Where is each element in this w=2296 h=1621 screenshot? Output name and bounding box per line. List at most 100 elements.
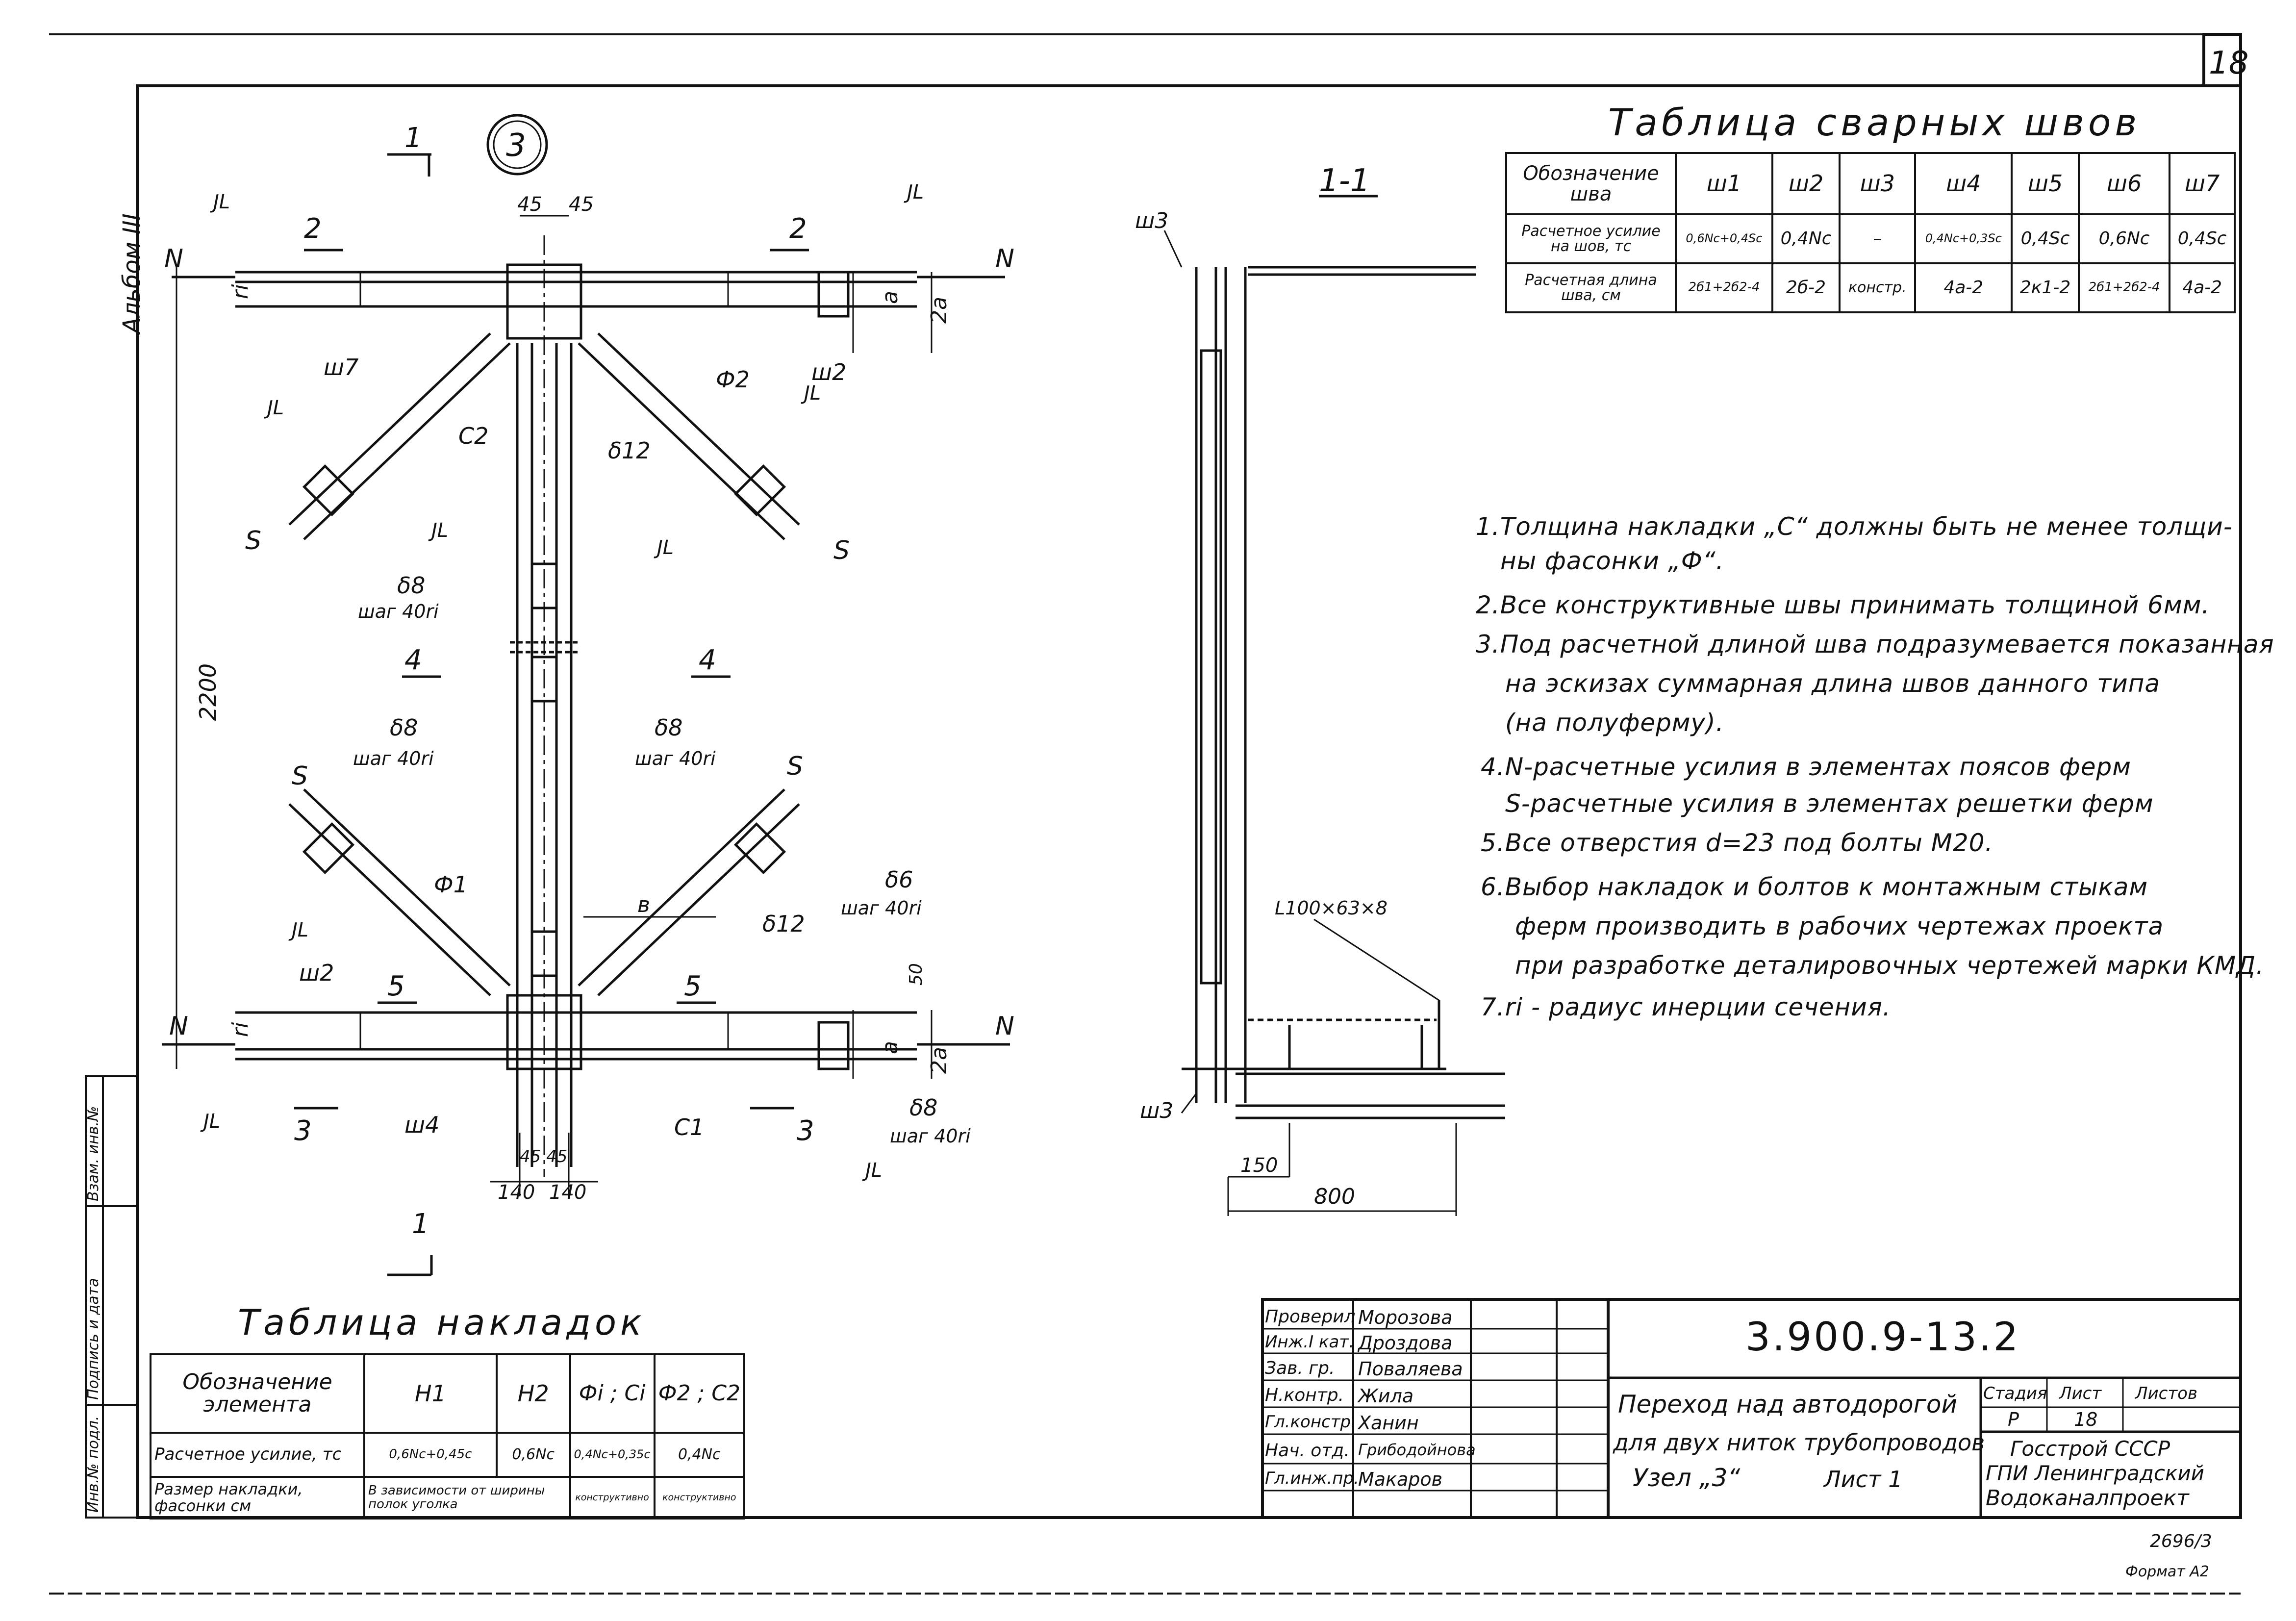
tb-name-3: Жила (1358, 1385, 1414, 1407)
section-mark-5-left: 5 (387, 970, 405, 1002)
label-S-4: S (787, 752, 803, 781)
dim-2a-top: 2a (927, 297, 952, 324)
weld-table: Обозначение шва ш1 ш2 ш3 ш4 ш5 ш6 ш7 Рас… (1505, 152, 2236, 313)
footer-format: Формат А2 (2125, 1563, 2209, 1580)
plate-table-title: Таблица накладок (238, 1302, 646, 1343)
tb-role-5: Нач. отд. (1265, 1441, 1350, 1461)
weld-r2-1: 2б1+2б2-4 (1675, 262, 1773, 313)
label-jl-7: JL (288, 919, 308, 941)
weld-r2-6: 2б1+2б2-4 (2077, 262, 2171, 313)
plate-r2-4: конструктивно (653, 1476, 746, 1520)
dim-800: 800 (1314, 1184, 1355, 1209)
weld-r1-6: 0,6Nc (2077, 213, 2171, 264)
weld-header-2: ш2 (1771, 152, 1841, 215)
weld-r1-4: 0,4Nc+0,3Sc (1914, 213, 2013, 264)
section-mark-3-left: 3 (294, 1115, 312, 1147)
note-line-4: 3.Под расчетной длиной шва подразумевает… (1476, 630, 2274, 659)
label-d12-top: δ12 (608, 437, 651, 464)
note-line-1: 1.Толщина накладки „С“ должны быть не ме… (1476, 512, 2233, 541)
weld-header-6: ш6 (2077, 152, 2171, 215)
label-w3-top: ш3 (1135, 208, 1168, 233)
tb-sheet-value: 18 (2074, 1409, 2098, 1430)
album-label: Альбом III (118, 213, 146, 335)
side-stamp-3: Взам. инв.№ (85, 1106, 102, 1201)
dim-2a-bot: 2a (927, 1047, 952, 1074)
label-d6: δ6 (885, 866, 913, 893)
label-w4: ш4 (404, 1112, 439, 1138)
side-stamp-1: Инв.№ подл. (85, 1416, 102, 1513)
label-jl-9: JL (862, 1159, 882, 1182)
label-step-3: шаг 40ri (635, 748, 716, 769)
dim-150: 150 (1240, 1154, 1278, 1177)
document-code: 3.900.9-13.2 (1745, 1314, 2020, 1360)
label-d8-3: δ8 (655, 714, 682, 741)
plate-table: Обозначение элемента Н1 Н2 Фi ; Ci Ф2 ; … (150, 1353, 746, 1520)
dim-ri-bot: ri (228, 1022, 253, 1037)
section-mark-4-left: 4 (404, 644, 422, 676)
tb-org-2: ГПИ Ленинградский (1986, 1461, 2204, 1485)
tb-role-0: Проверил (1265, 1307, 1356, 1327)
label-w3-bot: ш3 (1140, 1098, 1173, 1123)
weld-header-1: ш1 (1675, 152, 1773, 215)
dim-45-b: 45 (569, 193, 594, 216)
plate-r1-3: 0,4Nc+0,35c (569, 1432, 656, 1478)
dim-a-bot: a (878, 1041, 903, 1054)
label-jl-1: JL (210, 191, 230, 213)
dim-45-a: 45 (517, 193, 542, 216)
dim-v: в (637, 892, 650, 917)
weld-header-7: ш7 (2169, 152, 2236, 215)
note-line-9: 5.Все отверстия d=23 под болты М20. (1481, 829, 1993, 857)
plate-header-3: Фi ; Ci (569, 1353, 656, 1434)
weld-r2-4: 4а-2 (1914, 262, 2013, 313)
weld-r1-2: 0,4Nc (1771, 213, 1841, 264)
note-line-13: 7.ri - радиус инерции сечения. (1481, 993, 1891, 1021)
tb-stage-value: Р (2008, 1409, 2019, 1430)
plate-r2-0: Размер накладки, фасонки см (150, 1476, 365, 1520)
node-label: 3 (506, 127, 526, 164)
weld-header-4: ш4 (1914, 152, 2013, 215)
label-S-1: S (245, 526, 261, 556)
label-jl-5: JL (428, 519, 448, 542)
tb-name-0: Морозова (1358, 1307, 1453, 1328)
weld-table-title: Таблица сварных швов (1608, 101, 2141, 144)
note-line-8: S-расчетные усилия в элементах решетки ф… (1505, 789, 2154, 818)
plate-r2-1: В зависимости от ширины полок уголка (363, 1476, 571, 1520)
label-step-4: шаг 40ri (841, 897, 922, 919)
weld-r2-5: 2к1-2 (2011, 262, 2080, 313)
weld-header-5: ш5 (2011, 152, 2080, 215)
tb-name-2: Поваляева (1358, 1358, 1463, 1380)
tb-name-1: Дроздова (1358, 1332, 1453, 1354)
sheet-number: 18 (2209, 45, 2248, 81)
label-jl-4: JL (801, 382, 821, 405)
plate-header-1: Н1 (363, 1353, 498, 1434)
plate-header-2: Н2 (495, 1353, 571, 1434)
section-mark-4-right: 4 (699, 644, 716, 676)
label-f1: Ф1 (434, 871, 468, 898)
label-step-5: шаг 40ri (890, 1125, 971, 1147)
label-c2: С2 (458, 423, 488, 449)
section-mark-5-right: 5 (684, 970, 702, 1002)
label-N-3: N (169, 1012, 188, 1041)
label-N-1: N (164, 244, 183, 274)
tb-sheet-word: Лист 1 (1824, 1466, 1903, 1493)
section-mark-2-left: 2 (304, 213, 322, 245)
weld-r2-7: 4а-2 (2169, 262, 2236, 313)
weld-header-0: Обозначение шва (1505, 152, 1677, 215)
dim-a-top: a (878, 291, 903, 304)
label-w2-top: ш2 (811, 359, 846, 385)
tb-name-4: Ханин (1358, 1412, 1419, 1434)
label-jl-3: JL (264, 397, 284, 419)
label-S-3: S (292, 761, 308, 791)
note-line-5: на эскизах суммарная длина швов данного … (1505, 669, 2161, 698)
plate-r1-1: 0,6Nc+0,45c (363, 1432, 498, 1478)
tb-org-1: Госстрой СССР (2010, 1437, 2170, 1461)
side-stamp-2: Подпись и дата (85, 1278, 102, 1400)
note-line-2: ны фасонки „Ф“. (1500, 547, 1724, 575)
note-line-7: 4.N-расчетные усилия в элементах поясов … (1481, 753, 2131, 781)
label-step-2: шаг 40ri (353, 748, 434, 769)
tb-stage-header: Стадия (1983, 1384, 2047, 1403)
section-mark-3-right: 3 (797, 1115, 814, 1147)
plate-r2-3: конструктивно (569, 1476, 656, 1520)
dim-2200: 2200 (195, 663, 221, 721)
